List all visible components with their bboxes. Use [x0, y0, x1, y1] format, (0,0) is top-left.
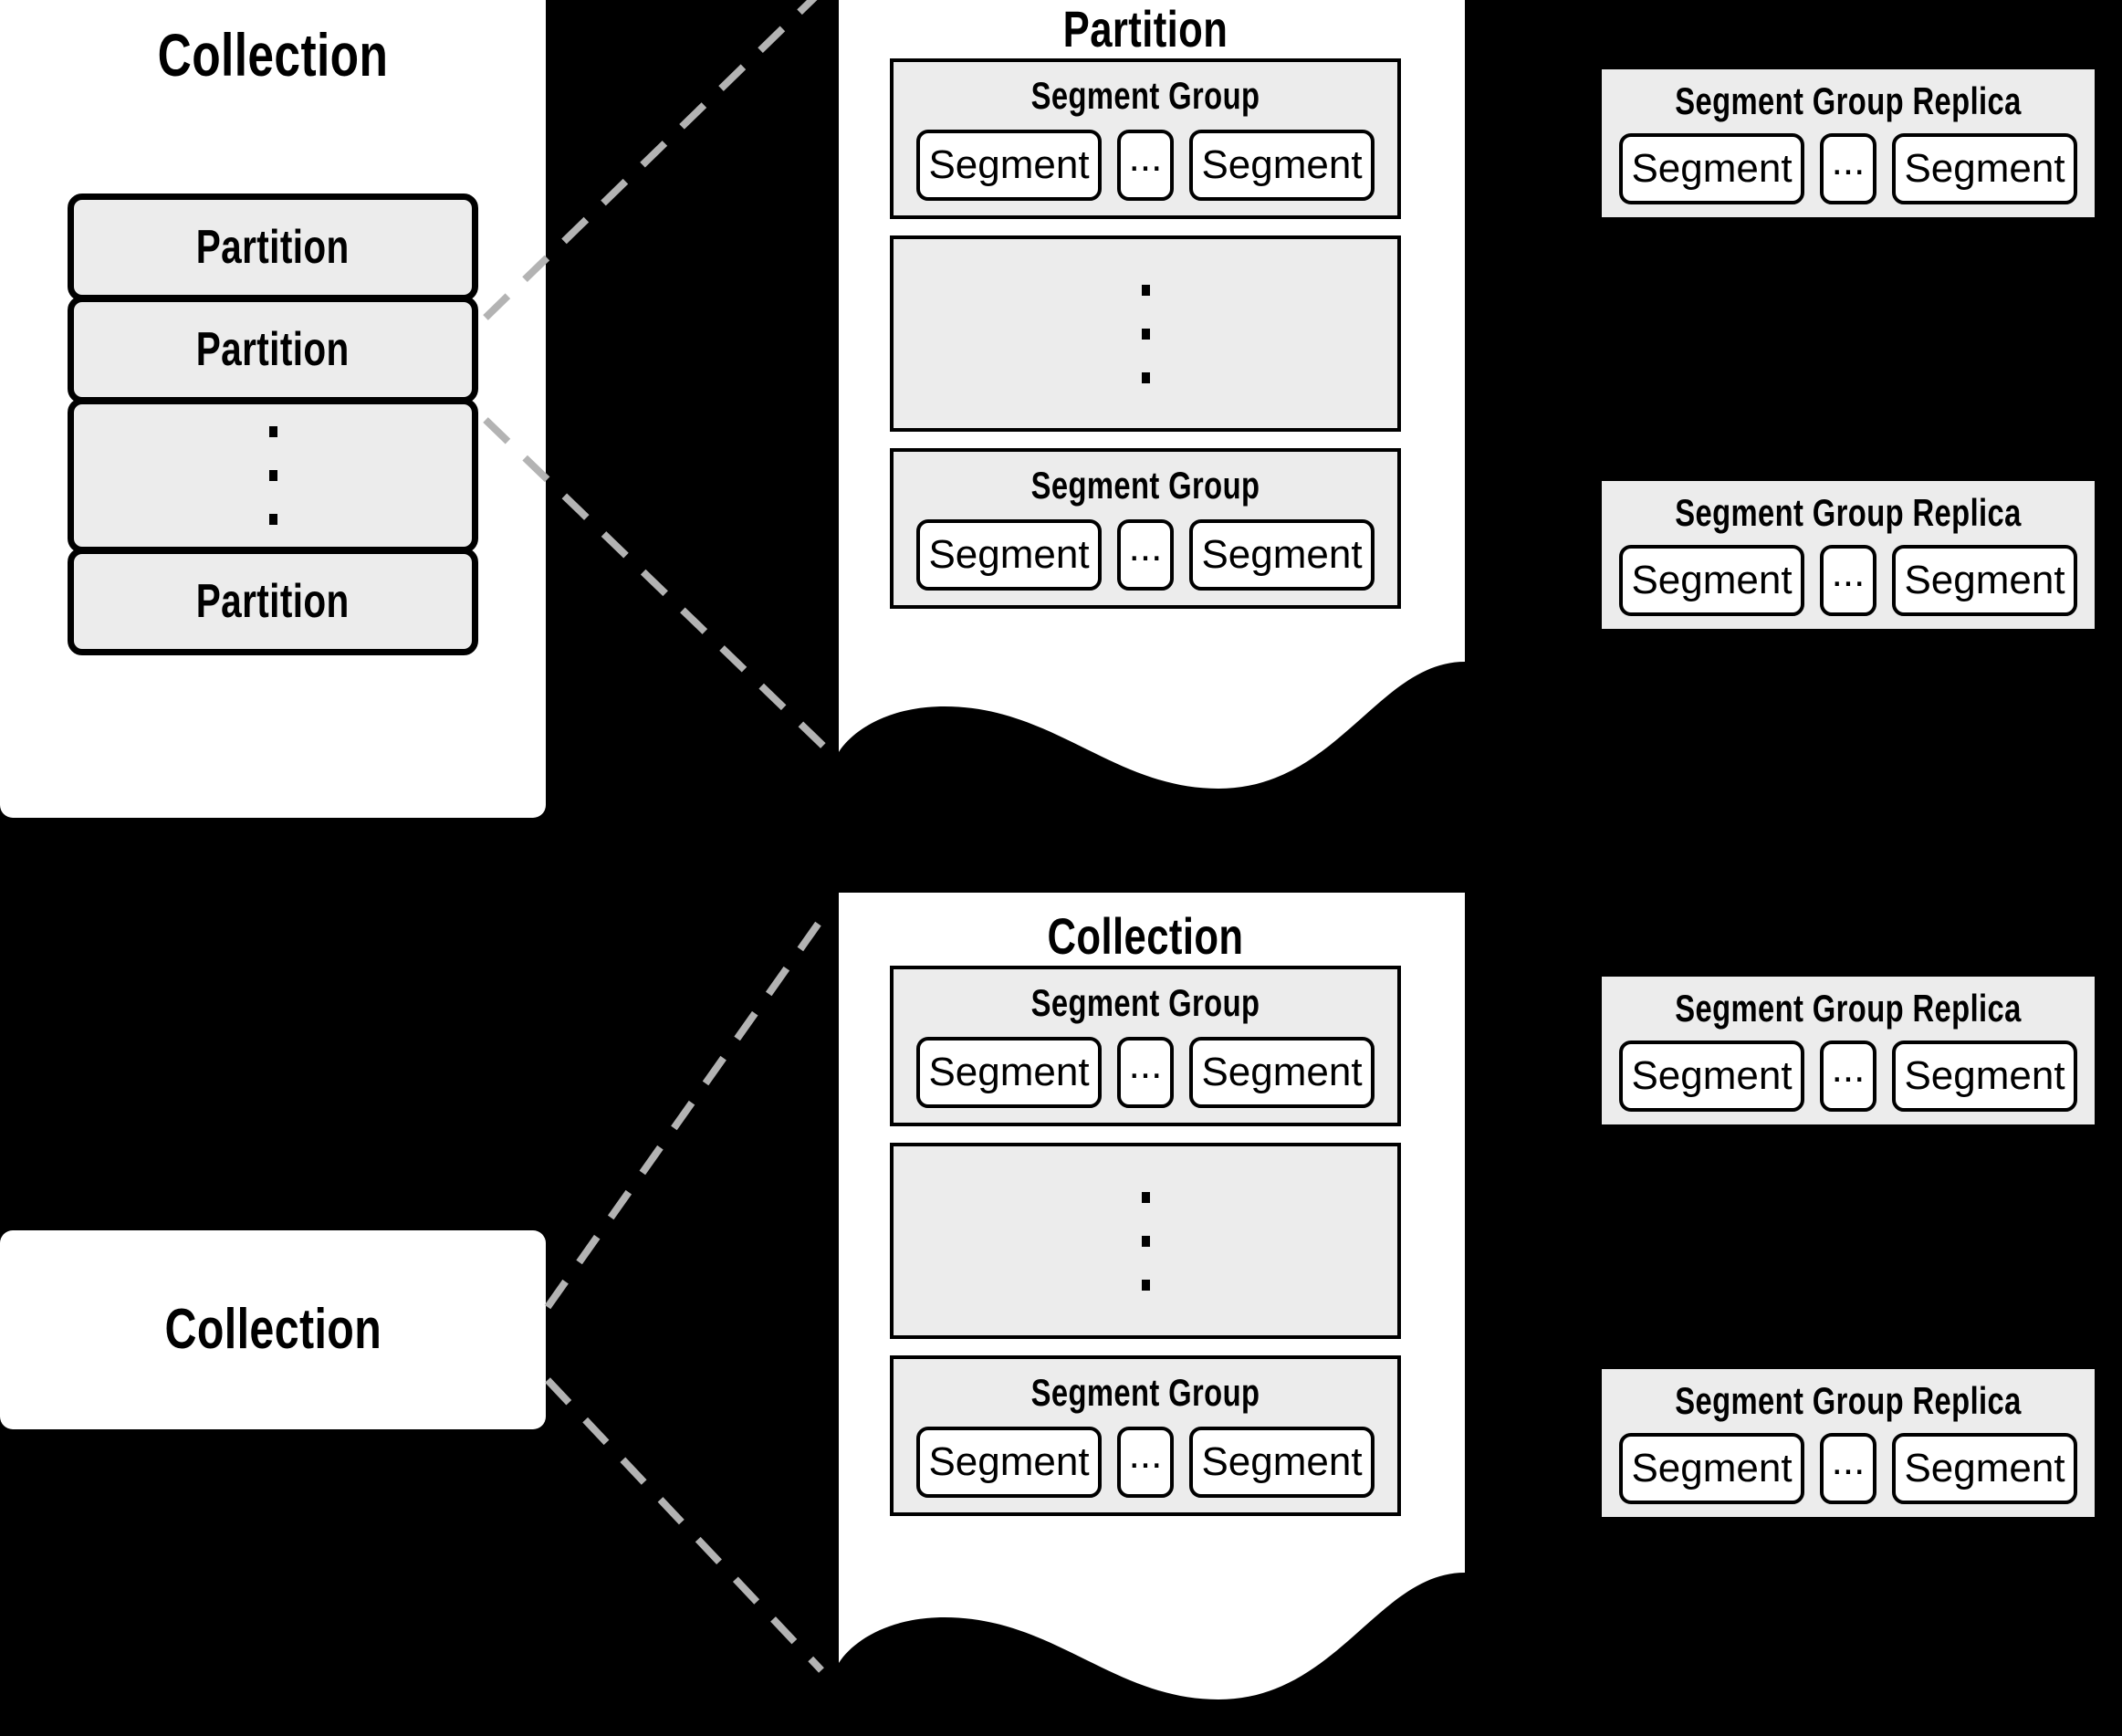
segment-box[interactable]: Segment: [1619, 133, 1804, 204]
segment-box[interactable]: Segment: [1892, 1433, 2077, 1504]
segment-ellipsis-icon: ...: [1820, 1041, 1876, 1112]
segment-box[interactable]: Segment: [1189, 1427, 1375, 1498]
segment-group-title: Segment Group: [1030, 464, 1260, 507]
segment-group-replica-card[interactable]: Segment Group Replica Segment ... Segmen…: [1602, 69, 2095, 217]
segment-row: Segment ... Segment: [894, 1427, 1397, 1498]
segment-box[interactable]: Segment: [916, 519, 1102, 591]
segment-box[interactable]: Segment: [1892, 545, 2077, 616]
segment-row: Segment ... Segment: [894, 130, 1397, 201]
segment-ellipsis-icon: ...: [1820, 545, 1876, 616]
segment-box[interactable]: Segment: [916, 1037, 1102, 1108]
vertical-ellipsis-icon: [268, 426, 277, 525]
segment-box[interactable]: Segment: [1619, 1041, 1804, 1112]
collection-detail-panel: Collection Segment Group Segment ... Seg…: [826, 893, 1465, 1736]
segment-row: Segment ... Segment: [894, 519, 1397, 591]
partition-box[interactable]: Partition: [68, 548, 478, 655]
segment-ellipsis-icon: ...: [1117, 130, 1174, 201]
partition-detail-panel: Partition Segment Group Segment ... Segm…: [826, 0, 1465, 825]
vertical-ellipsis-icon: [1141, 1191, 1150, 1291]
segment-group-replica-title: Segment Group Replica: [1675, 987, 2022, 1030]
collection-top-title: Collection: [157, 21, 389, 89]
segment-row: Segment ... Segment: [1602, 545, 2095, 616]
segment-box[interactable]: Segment: [1189, 1037, 1375, 1108]
segment-row: Segment ... Segment: [1602, 1433, 2095, 1504]
segment-box[interactable]: Segment: [916, 130, 1102, 201]
collection-card-bottom: Collection: [0, 1230, 546, 1429]
collection-panel-title: Collection: [1047, 907, 1244, 965]
segment-ellipsis-icon: ...: [1117, 1427, 1174, 1498]
partition-ellipsis-box: [68, 398, 478, 553]
partition-panel-title: Partition: [1062, 0, 1228, 58]
connector-collection-to-panel-upper: [544, 910, 830, 1310]
segment-group-ellipsis-box: [890, 1143, 1401, 1339]
segment-group-replica-title: Segment Group Replica: [1675, 491, 2022, 534]
partition-label: Partition: [195, 323, 350, 376]
segment-group-title: Segment Group: [1030, 1371, 1260, 1414]
partition-stack: Partition Partition Partition: [68, 193, 478, 655]
segment-group-replica-card[interactable]: Segment Group Replica Segment ... Segmen…: [1602, 481, 2095, 629]
segment-box[interactable]: Segment: [916, 1427, 1102, 1498]
segment-group-box[interactable]: Segment Group Segment ... Segment: [890, 966, 1401, 1126]
segment-group-box[interactable]: Segment Group Segment ... Segment: [890, 1355, 1401, 1516]
segment-row: Segment ... Segment: [894, 1037, 1397, 1108]
segment-row: Segment ... Segment: [1602, 1041, 2095, 1112]
segment-group-ellipsis-box: [890, 235, 1401, 432]
segment-group-box[interactable]: Segment Group Segment ... Segment: [890, 448, 1401, 609]
partition-box[interactable]: Partition: [68, 296, 478, 403]
segment-ellipsis-icon: ...: [1117, 1037, 1174, 1108]
segment-ellipsis-icon: ...: [1820, 1433, 1876, 1504]
connector-collection-to-panel-lower: [545, 1377, 824, 1673]
segment-ellipsis-icon: ...: [1820, 133, 1876, 204]
segment-box[interactable]: Segment: [1189, 130, 1375, 201]
segment-group-replica-title: Segment Group Replica: [1675, 79, 2022, 122]
segment-group-title: Segment Group: [1030, 74, 1260, 117]
segment-group-box[interactable]: Segment Group Segment ... Segment: [890, 58, 1401, 219]
vertical-ellipsis-icon: [1141, 284, 1150, 383]
segment-group-replica-title: Segment Group Replica: [1675, 1379, 2022, 1422]
segment-group-title: Segment Group: [1030, 981, 1260, 1024]
collection-bottom-title: Collection: [164, 1298, 382, 1361]
segment-box[interactable]: Segment: [1892, 1041, 2077, 1112]
segment-group-replica-card[interactable]: Segment Group Replica Segment ... Segmen…: [1602, 1369, 2095, 1517]
segment-row: Segment ... Segment: [1602, 133, 2095, 204]
segment-box[interactable]: Segment: [1619, 1433, 1804, 1504]
collection-panel-body: Collection Segment Group Segment ... Seg…: [826, 893, 1465, 1516]
partition-label: Partition: [195, 575, 350, 628]
partition-label: Partition: [195, 221, 350, 274]
segment-box[interactable]: Segment: [1892, 133, 2077, 204]
partition-box[interactable]: Partition: [68, 193, 478, 301]
collection-card-top: Collection Partition Partition Partition: [0, 0, 546, 818]
segment-box[interactable]: Segment: [1189, 519, 1375, 591]
segment-ellipsis-icon: ...: [1117, 519, 1174, 591]
segment-group-replica-card[interactable]: Segment Group Replica Segment ... Segmen…: [1602, 977, 2095, 1124]
segment-box[interactable]: Segment: [1619, 545, 1804, 616]
partition-panel-body: Partition Segment Group Segment ... Segm…: [826, 0, 1465, 609]
